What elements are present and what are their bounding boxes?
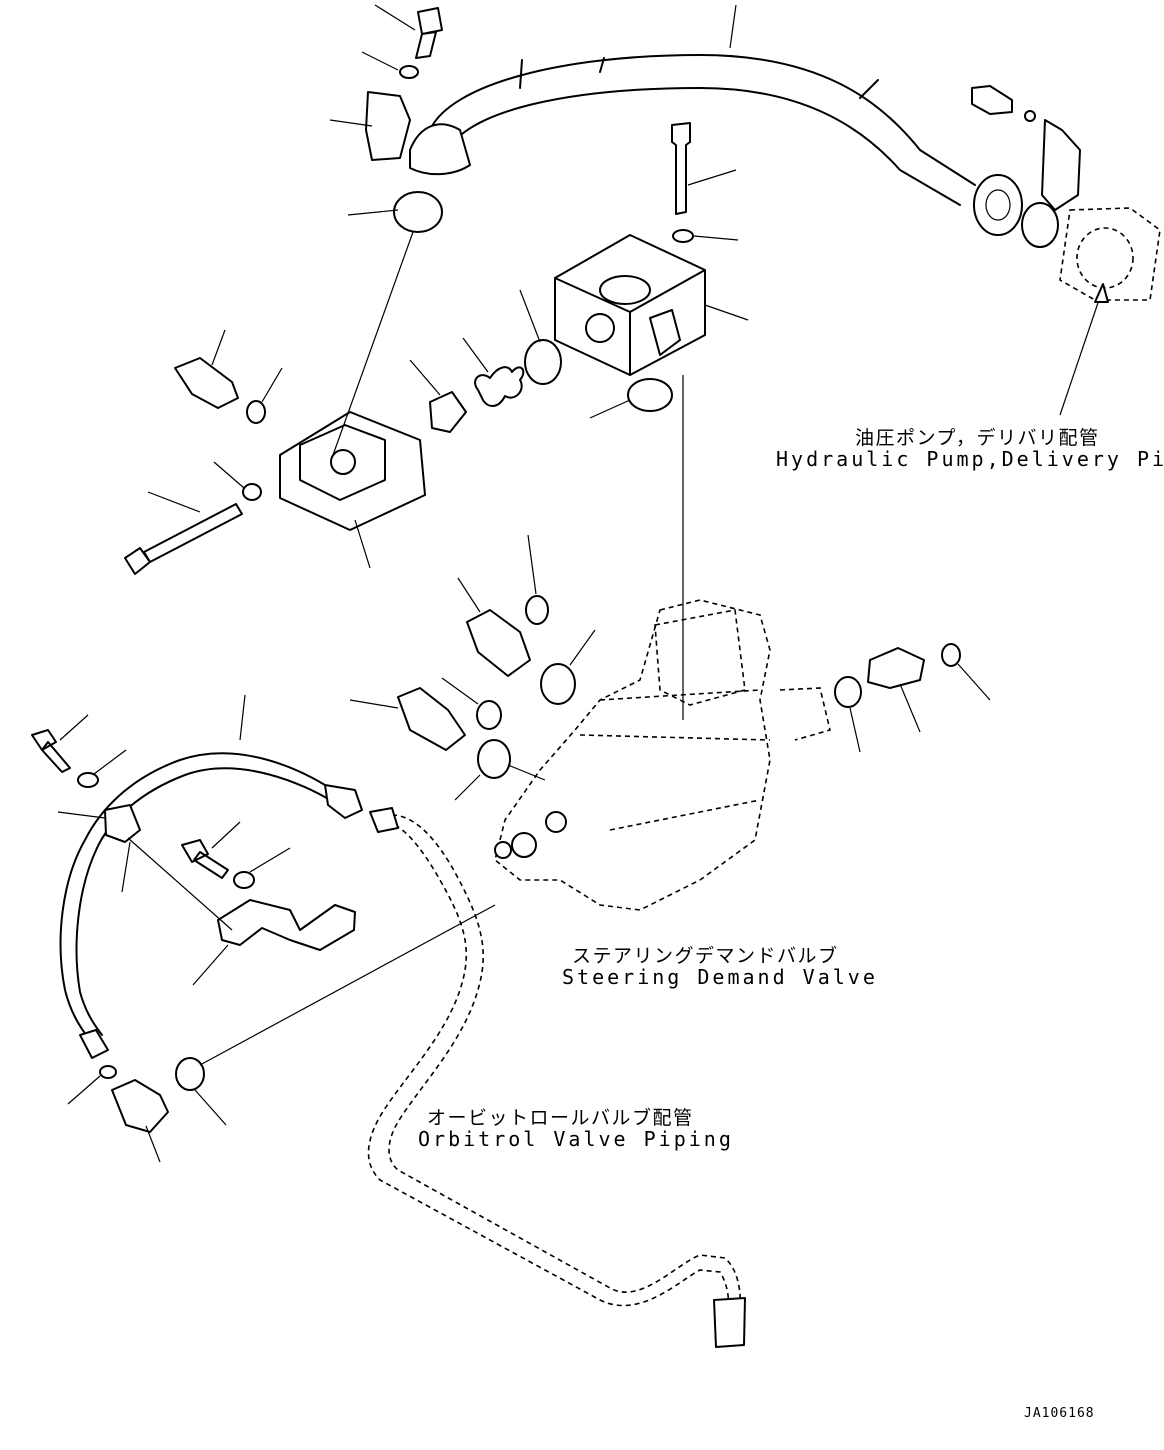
- steering-valve-label-jp: ステアリングデマンドバルブ: [572, 945, 839, 967]
- steering-demand-valve: [494, 599, 831, 911]
- flange-o-ring: [393, 191, 443, 233]
- long-bolt: [124, 503, 243, 575]
- assembly-line-left: [332, 231, 414, 456]
- orbitrol-label-jp: オービットロールバルブ配管: [427, 1107, 694, 1129]
- hose-clamp: [104, 804, 141, 843]
- pressure-sensor-low: [397, 687, 466, 751]
- steering-valve-label-en: Steering Demand Valve: [562, 965, 878, 989]
- orbitrol-label-en: Orbitrol Valve Piping: [418, 1127, 734, 1151]
- hydraulic-pump-label-jp: 油圧ポンプ，デリバリ配管: [855, 427, 1100, 449]
- hydraulic-pump-label-en: Hydraulic Pump,Delivery Piping: [776, 447, 1164, 471]
- block-bolt: [671, 122, 691, 215]
- relief-spring: [474, 366, 525, 407]
- figure-id: JA106168: [1024, 1406, 1095, 1421]
- left-valve-block: [279, 411, 426, 531]
- bracket-washer: [233, 871, 255, 889]
- sensor-o-ring-low: [476, 700, 502, 730]
- right-o-ring: [941, 643, 961, 667]
- block-washer: [672, 229, 694, 243]
- mounting-bracket: [217, 899, 356, 951]
- delivery-hose: [409, 54, 1023, 236]
- clamp-washer: [77, 772, 99, 788]
- orbitrol-piping: [367, 807, 746, 1348]
- bottom-o-ring-small: [99, 1065, 117, 1079]
- lower-hose: [59, 752, 363, 1059]
- bracket-bolt: [181, 839, 229, 879]
- assembly-line-bracket: [127, 837, 233, 931]
- clamp-bolt: [31, 729, 71, 773]
- sensor-o-ring-top: [246, 400, 266, 424]
- block-o-ring-bottom: [627, 378, 673, 412]
- elbow-fitting-right: [867, 647, 925, 689]
- pressure-sensor-top: [174, 357, 239, 409]
- elbow-fitting-bottom: [111, 1079, 169, 1133]
- elbow-o-ring: [834, 676, 862, 708]
- valve-o-ring-lower: [477, 739, 511, 779]
- assembly-line-bottom: [199, 904, 496, 1066]
- top-washer: [399, 65, 419, 79]
- pressure-sensor-mid: [466, 609, 531, 677]
- sensor-o-ring-mid: [525, 595, 549, 625]
- bottom-o-ring-large: [175, 1057, 205, 1091]
- block-o-ring-right: [524, 339, 562, 385]
- valve-o-ring-large: [540, 663, 576, 705]
- callout-leaders: [57, 4, 1109, 1163]
- top-bolt: [415, 7, 443, 59]
- split-flange-clamp: [365, 91, 411, 161]
- top-valve-block: [554, 234, 706, 376]
- relief-plug: [429, 391, 467, 433]
- long-bolt-washer: [242, 483, 262, 501]
